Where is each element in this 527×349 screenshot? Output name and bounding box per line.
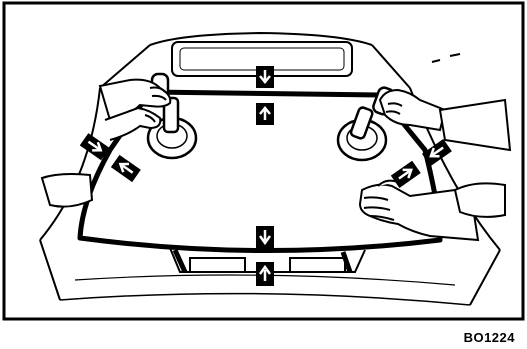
figure-code: BO1224 xyxy=(464,330,515,345)
hand-icon xyxy=(380,90,445,130)
side-trim xyxy=(455,183,505,217)
side-mirror xyxy=(42,174,92,207)
forearm xyxy=(440,100,510,150)
bottom-arrows xyxy=(256,226,274,286)
motion-marks xyxy=(432,54,460,62)
